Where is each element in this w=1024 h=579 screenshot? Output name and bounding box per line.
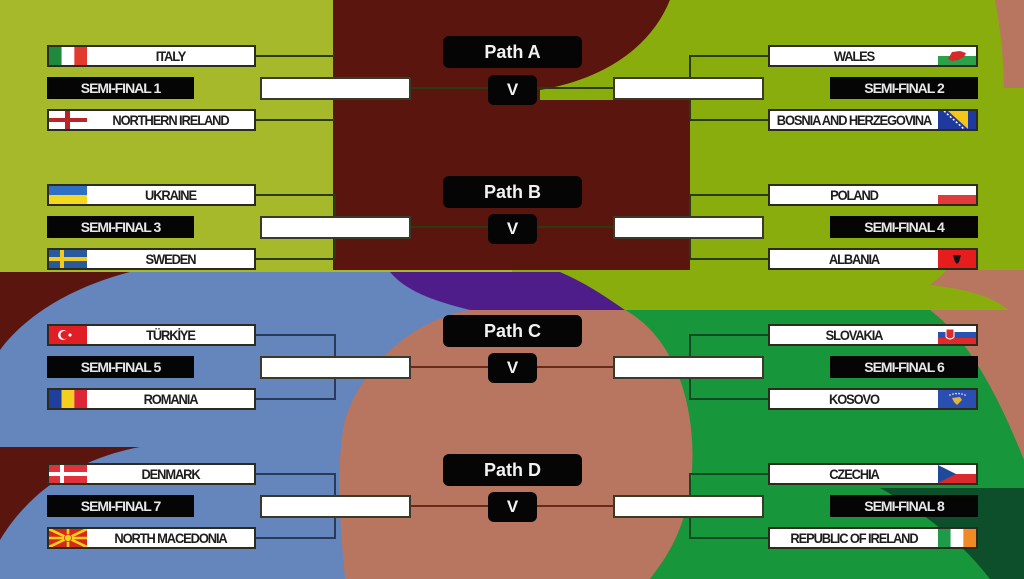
semi-final-2-winner-slot (613, 77, 764, 100)
semi-final-3-winner-slot (260, 216, 411, 239)
bosnia-flag-icon (938, 111, 976, 129)
team-name: SLOVAKIA (825, 327, 884, 343)
team-name: NORTH MACEDONIA (114, 530, 227, 546)
team-bosnia-and-herzegovina[interactable]: BOSNIA AND HERZEGOVINA (768, 109, 978, 131)
team-ukraine[interactable]: UKRAINE (47, 184, 256, 206)
team-slovakia[interactable]: SLOVAKIA (768, 324, 978, 346)
wales-flag-icon (938, 47, 976, 65)
team-name: KOSOVO (829, 391, 880, 407)
slovakia-flag-icon (938, 326, 976, 344)
path-a-vs-badge: V (488, 75, 537, 105)
team-northern-ireland[interactable]: NORTHERN IRELAND (47, 109, 256, 131)
team-sweden[interactable]: SWEDEN (47, 248, 256, 270)
team-name: WALES (833, 48, 875, 64)
team-name: DENMARK (141, 466, 200, 482)
ireland-flag-icon (938, 529, 976, 547)
denmark-flag-icon (49, 465, 87, 483)
northern-ireland-flag-icon (49, 111, 87, 129)
bg-maroon-swoosh-1 (0, 272, 130, 350)
semi-final-2-label: SEMI-FINAL 2 (830, 77, 978, 99)
path-b-vs-badge: V (488, 214, 537, 244)
team-denmark[interactable]: DENMARK (47, 463, 256, 485)
team-name: ROMANIA (143, 391, 199, 407)
semi-final-1-winner-slot (260, 77, 411, 100)
italy-flag-icon (49, 47, 87, 65)
poland-flag-icon (938, 186, 976, 204)
semi-final-4-winner-slot (613, 216, 764, 239)
path-d-vs-badge: V (488, 492, 537, 522)
team-wales[interactable]: WALES (768, 45, 978, 67)
path-c-vs-badge: V (488, 353, 537, 383)
team-name: BOSNIA AND HERZEGOVINA (776, 112, 932, 128)
romania-flag-icon (49, 390, 87, 408)
bg-terracotta-center (339, 310, 693, 579)
semi-final-6-winner-slot (613, 356, 764, 379)
kosovo-flag-icon (938, 390, 976, 408)
semi-final-3-label: SEMI-FINAL 3 (47, 216, 194, 238)
team-republic-of-ireland[interactable]: REPUBLIC OF IRELAND (768, 527, 978, 549)
semi-final-6-label: SEMI-FINAL 6 (830, 356, 978, 378)
team-name: TÜRKİYE (146, 327, 196, 343)
bg-purple (390, 272, 625, 310)
semi-final-5-label: SEMI-FINAL 5 (47, 356, 194, 378)
path-b-label: Path B (443, 176, 582, 208)
team-poland[interactable]: POLAND (768, 184, 978, 206)
bg-maroon-top (333, 0, 670, 270)
path-a-label: Path A (443, 36, 582, 68)
team-name: ITALY (155, 48, 187, 64)
albania-flag-icon (938, 250, 976, 268)
bg-lime-curve (540, 0, 700, 100)
team-name: UKRAINE (145, 187, 197, 203)
team-turkiye[interactable]: TÜRKİYE (47, 324, 256, 346)
semi-final-5-winner-slot (260, 356, 411, 379)
team-romania[interactable]: ROMANIA (47, 388, 256, 410)
team-czechia[interactable]: CZECHIA (768, 463, 978, 485)
semi-final-1-label: SEMI-FINAL 1 (47, 77, 194, 99)
team-name: REPUBLIC OF IRELAND (790, 530, 918, 546)
north-macedonia-flag-icon (49, 529, 87, 547)
czechia-flag-icon (938, 465, 976, 483)
turkiye-flag-icon (49, 326, 87, 344)
team-name: POLAND (830, 187, 879, 203)
path-c-label: Path C (443, 315, 582, 347)
team-name: ALBANIA (828, 251, 880, 267)
team-albania[interactable]: ALBANIA (768, 248, 978, 270)
semi-final-8-winner-slot (613, 495, 764, 518)
bg-maroon-swoosh-2 (0, 447, 140, 540)
sweden-flag-icon (49, 250, 87, 268)
ukraine-flag-icon (49, 186, 87, 204)
connector-path-a-left (256, 55, 488, 121)
team-name: SWEDEN (145, 251, 197, 267)
semi-final-4-label: SEMI-FINAL 4 (830, 216, 978, 238)
path-d-label: Path D (443, 454, 582, 486)
team-north-macedonia[interactable]: NORTH MACEDONIA (47, 527, 256, 549)
team-name: NORTHERN IRELAND (112, 112, 229, 128)
semi-final-7-winner-slot (260, 495, 411, 518)
team-italy[interactable]: ITALY (47, 45, 256, 67)
team-name: CZECHIA (829, 466, 880, 482)
bg-terracotta-right-edge (930, 310, 1024, 460)
semi-final-7-label: SEMI-FINAL 7 (47, 495, 194, 517)
semi-final-8-label: SEMI-FINAL 8 (830, 495, 978, 517)
team-kosovo[interactable]: KOSOVO (768, 388, 978, 410)
